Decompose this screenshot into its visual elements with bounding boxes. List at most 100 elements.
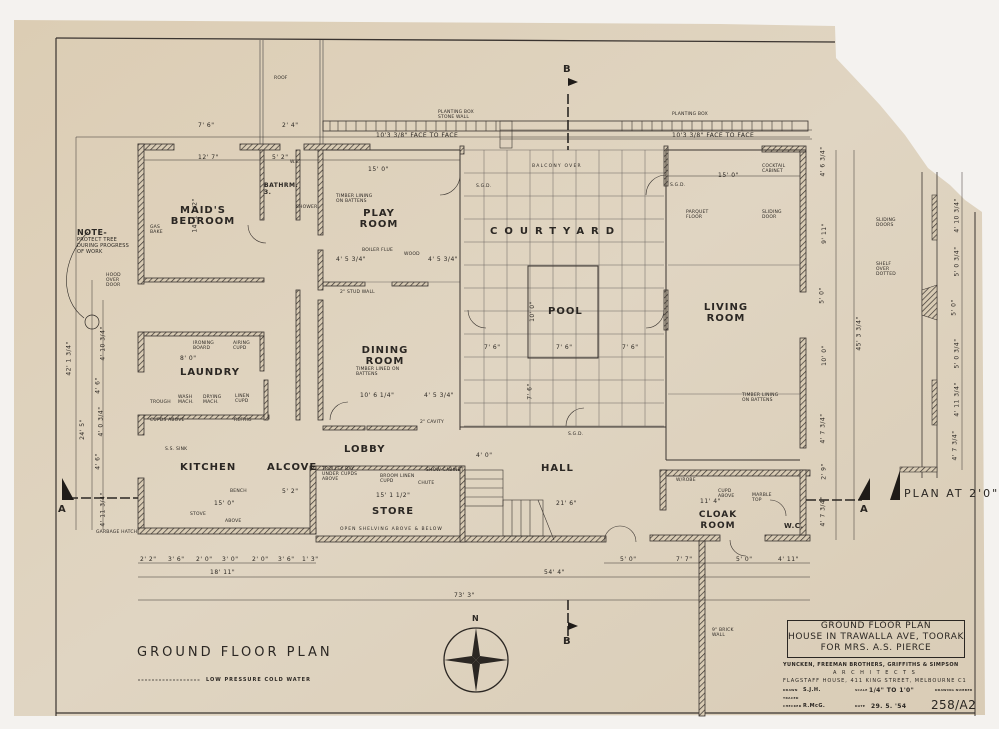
dim-store-width: 15' 1 1/2": [376, 492, 411, 499]
dim-cloak-width: 11' 4": [700, 498, 721, 505]
room-label-wc: W.C.: [784, 522, 804, 530]
plan-at-label: PLAN AT 2'0": [904, 487, 999, 500]
drawing-subtitle-1: HOUSE IN TRAWALLA AVE, TOORAK: [788, 632, 964, 642]
checked-by: R.McG.: [803, 703, 826, 709]
dim-maid-depth: 14' 1 1/2": [191, 198, 199, 233]
architects-address: FLAGSTAFF HOUSE, 411 KING STREET, MELBOU…: [783, 678, 967, 684]
annotation-cocktail-cabinet: COCKTAIL CABINET: [762, 164, 786, 174]
room-label-bathroom: BATHRM. 3.: [264, 182, 299, 196]
annotation-ss-sink: S.S. SINK: [165, 447, 188, 452]
dim-bottom-right-chain: 5' 0": [620, 556, 637, 563]
dim-bottom-right-chain: 4' 11": [778, 556, 799, 563]
checked-label: CHECKED: [783, 704, 802, 708]
annotation-w-robe: W/ROBE: [676, 478, 696, 483]
scale-value: 1/4" TO 1'0": [869, 687, 915, 694]
dim-dining-right: 4' 5 3/4": [424, 392, 455, 399]
annotation-parquet-floor: PARQUET FLOOR: [686, 210, 709, 220]
annotation-chute: CHUTE: [418, 481, 435, 486]
dim-pool-depth: 10' 0": [528, 301, 536, 322]
annotation-timber-lining-play: TIMBER LINING ON BATTENS: [336, 194, 373, 204]
section-marker-a-right: A: [860, 504, 868, 515]
dim-bath-width: 5' 2": [272, 154, 289, 161]
note-heading: NOTE-: [77, 228, 108, 237]
dim-bottom-chain: 3' 6": [278, 556, 295, 563]
section-marker-b-bottom: B: [563, 636, 571, 647]
annotation-boiler-flue: BOILER FLUE: [362, 248, 393, 253]
date-value: 29. 5. '54: [871, 703, 907, 710]
note-block: NOTE- PROTECT TREE DURING PROGRESS OF WO…: [77, 228, 129, 256]
dim-right-chain: 2' 9": [820, 463, 828, 480]
annotation-face-to-face-right: 10'3 3/8" FACE TO FACE: [672, 132, 755, 139]
dim-elevation-chain: 5' 0": [950, 299, 958, 316]
annotation-sliding-door: SLIDING DOOR: [762, 210, 782, 220]
dim-kitchen-width: 15' 0": [214, 500, 235, 507]
room-label-pool: POOL: [548, 306, 583, 317]
annotation-linen: LINEN: [400, 474, 415, 479]
annotation-shelf-over-dotted: SHELF OVER DOTTED: [876, 262, 896, 277]
dim-bottom-chain: 2' 0": [252, 556, 269, 563]
dim-left-chain: 4' 0 3/4": [97, 406, 105, 437]
dim-court-left: 7' 6": [484, 344, 501, 351]
dim-living-width: 15' 0": [718, 172, 739, 179]
annotation-planting-box-stone-wall: PLANTING BOX STONE WALL: [438, 110, 474, 120]
dim-right-overall: 45' 3 3/4": [855, 316, 863, 351]
dim-right-chain: 5' 0": [818, 287, 826, 304]
dim-elevation-chain: 4' 10 3/4": [953, 198, 961, 233]
dim-bottom-chain: 3' 6": [168, 556, 185, 563]
annotation-cupds-above: CUPDS ABOVE: [150, 418, 185, 423]
room-label-store: STORE: [372, 506, 415, 517]
date-label: DATE: [855, 704, 866, 708]
annotation-cavity: 2" CAVITY: [420, 420, 444, 425]
dim-bottom-chain: 2' 0": [196, 556, 213, 563]
annotation-timber-lined-dining: TIMBER LINED ON BATTENS: [356, 367, 400, 377]
dim-laundry-width: 8' 0": [180, 355, 197, 362]
annotation-wash-mach: WASH MACH.: [178, 395, 194, 405]
room-label-cloak-room: CLOAK ROOM: [698, 510, 738, 531]
drawn-label: DRAWN: [783, 688, 798, 692]
annotation-bench: BENCH: [230, 489, 247, 494]
dim-alcove-width: 5' 2": [282, 488, 299, 495]
drawing-title: GROUND FLOOR PLAN: [820, 621, 932, 631]
annotation-roof: ROOF: [274, 76, 288, 81]
annotation-ironing-board: IRONING BOARD: [193, 341, 214, 351]
annotation-wood: WOOD: [404, 252, 420, 257]
annotation-cupd-above: CUPD ABOVE: [718, 489, 735, 499]
annotation-garbage-hatch: GARBAGE HATCH: [96, 530, 138, 535]
annotation-open-shelving: OPEN SHELVING ABOVE & BELOW: [340, 527, 443, 532]
note-line: DURING PROGRESS: [77, 243, 129, 249]
annotation-trolley-bay: TROLLEY BAY UNDER CUPDS ABOVE: [322, 467, 358, 482]
room-label-wc-top: W.C.: [290, 160, 301, 165]
annotation-marble-top: MARBLE TOP: [752, 493, 772, 503]
dim-play-width: 15' 0": [368, 166, 389, 173]
note-line: PROTECT TREE: [77, 237, 118, 243]
dim-top-small: 2' 4": [282, 122, 299, 129]
annotation-stove: STOVE: [190, 512, 206, 517]
annotation-refrig: REFRIG: [234, 418, 252, 423]
annotation-sgd-2: S.G.D.: [670, 183, 686, 188]
north-label: N: [472, 614, 480, 623]
room-label-laundry: LAUNDRY: [180, 367, 240, 378]
dim-right-chain: 9' 11": [820, 223, 828, 244]
dim-left-chain: 4' 10 3/4": [99, 326, 107, 361]
dim-left-chain: 4' 6": [94, 453, 102, 470]
dim-main-total: 54' 4": [544, 569, 565, 576]
dim-elevation-chain: 5' 0 3/4": [953, 338, 961, 369]
annotation-above: ABOVE: [225, 519, 242, 524]
room-label-alcove: ALCOVE: [267, 462, 318, 473]
room-label-dining-room: DINING ROOM: [361, 345, 409, 367]
dim-left-chain: 4' 11 3/4": [99, 492, 107, 527]
dim-hall-width: 21' 6": [556, 500, 577, 507]
dim-elevation-chain: 4' 7 3/4": [951, 430, 959, 461]
north-arrow-icon: [443, 627, 509, 693]
drawing-number: 258/A2: [931, 698, 977, 712]
plan-title: GROUND FLOOR PLAN: [137, 645, 333, 660]
drawing-subtitle-2: FOR MRS. A.S. PIERCE: [820, 643, 932, 653]
annotation-brick-wall: 9" BRICK WALL: [712, 628, 734, 638]
dim-play-boiler-left: 4' 5 3/4": [336, 256, 367, 263]
dim-bottom-chain: 1' 3": [302, 556, 319, 563]
dim-stair-width: 4' 0": [476, 452, 493, 459]
dim-right-chain: 4' 6 3/4": [819, 146, 827, 177]
dim-left-mid: 24' 5": [78, 419, 86, 440]
annotation-face-to-face-left: 10'3 3/8" FACE TO FACE: [376, 132, 459, 139]
